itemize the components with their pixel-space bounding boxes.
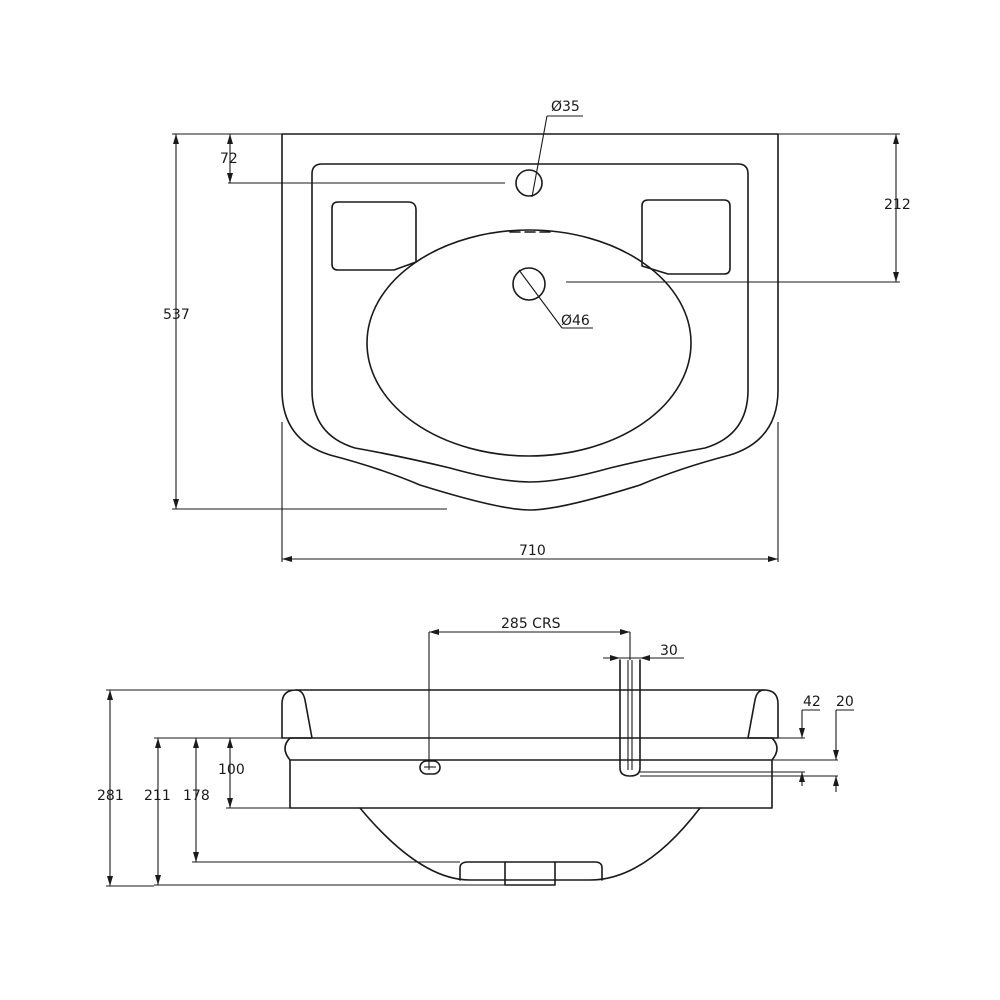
left-upstand (281, 689, 313, 739)
arrow (107, 876, 113, 886)
arrow (193, 738, 199, 748)
dim-537-label: 537 (163, 307, 190, 323)
arrow (227, 738, 233, 748)
bowl-outline (366, 229, 692, 457)
arrow (893, 134, 899, 144)
arrow (155, 875, 161, 885)
arrow (799, 772, 805, 782)
basin-outer-outline (281, 133, 779, 511)
dim-178-label: 178 (183, 788, 210, 804)
arrow (193, 852, 199, 862)
dim-285-label: 285 CRS (501, 616, 561, 632)
dim-212-label: 212 (884, 197, 911, 213)
dim-281-label: 281 (97, 788, 124, 804)
waste-hole (512, 267, 546, 301)
arrow (640, 655, 650, 661)
arrow (610, 655, 620, 661)
arrow (282, 556, 292, 562)
bowl-underside (359, 807, 701, 881)
side-view: 285 CRS 30 42 20 100 (97, 616, 854, 887)
tap-hole-leader (531, 115, 548, 198)
arrow (893, 272, 899, 282)
arrow (227, 134, 233, 144)
dim-211-label: 211 (144, 788, 171, 804)
dim-30-label: 30 (660, 643, 678, 659)
waste-leader (518, 269, 563, 329)
left-soap-recess (331, 201, 417, 271)
arrow (107, 690, 113, 700)
overflow-channel (619, 659, 641, 777)
waste-diameter-label: Ø46 (561, 313, 590, 329)
plan-view: Ø35 Ø46 72 212 537 710 (163, 99, 911, 562)
arrow (429, 629, 439, 635)
arrow (833, 776, 839, 786)
arrow (227, 173, 233, 183)
dim-710-label: 710 (519, 543, 546, 559)
arrow (768, 556, 778, 562)
waste-outlet (459, 861, 603, 881)
rim-band (284, 737, 778, 761)
arrow (227, 798, 233, 808)
arrow (799, 728, 805, 738)
arrow (173, 134, 179, 144)
arrow (620, 629, 630, 635)
waste-outlet-foot (504, 861, 556, 886)
dim-42-label: 42 (803, 694, 821, 710)
dim-100-label: 100 (218, 762, 245, 778)
tap-hole-slot (419, 760, 441, 775)
tap-hole (515, 169, 543, 197)
right-soap-recess (641, 199, 731, 275)
dim-72-label: 72 (220, 151, 238, 167)
right-upstand (747, 689, 779, 739)
arrow (155, 738, 161, 748)
apron (289, 759, 773, 809)
arrow (173, 499, 179, 509)
tap-hole-diameter-label: Ø35 (551, 99, 580, 115)
basin-inner-rim (311, 163, 749, 483)
arrow (833, 750, 839, 760)
dim-20-label: 20 (836, 694, 854, 710)
